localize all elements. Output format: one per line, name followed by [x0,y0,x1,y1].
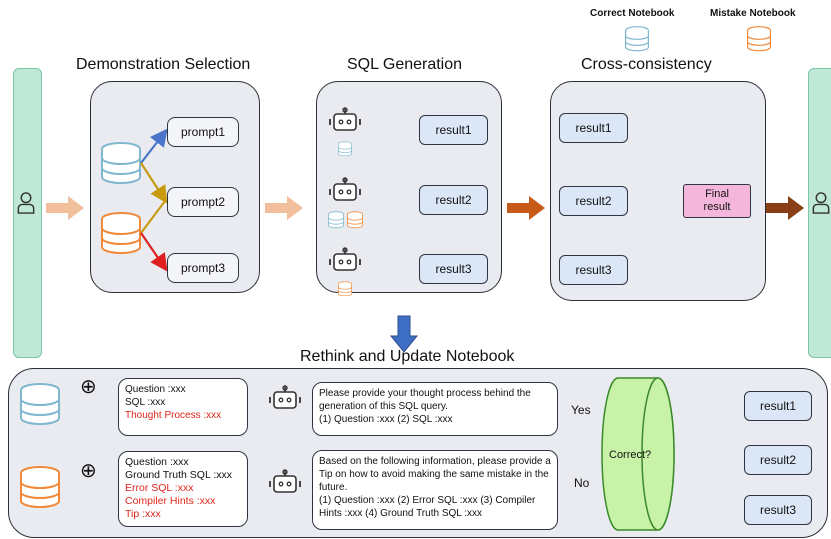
sql-generation-title: SQL Generation [347,56,463,73]
yes-label: Yes [571,403,591,417]
cross-result3: result3 [559,255,628,285]
correct-note-thought: Thought Process :xxx [125,410,222,421]
correct-check-cylinder [601,377,675,531]
rethink-correct-db-icon [20,383,60,425]
prompt1-box: prompt1 [167,117,239,147]
sql-result1: result1 [419,115,488,145]
robot2-db-blue-icon [327,211,345,229]
prompt2-box: prompt2 [167,187,239,217]
legend-correct-label: Correct Notebook [590,8,675,19]
cross-to-output-arrow [766,196,804,220]
mistake-note-error-sql: Error SQL :xxx [125,482,194,494]
rethink-robot2-icon [269,469,301,493]
add-correct-icon: ⊕ [80,376,97,398]
mistake-note-question: Question :xxx [125,456,189,468]
robot3-db-orange-icon [338,281,352,297]
cross-result2: result2 [559,186,628,216]
prompt3-box: prompt3 [167,253,239,283]
mistake-note-compiler-hints: Compiler Hints :xxx [125,495,216,507]
rethink-title: Rethink and Update Notebook [300,348,515,365]
rethink-result2: result2 [744,445,812,475]
input-flow-arrow [46,196,84,220]
robot2-icon [329,177,361,201]
mistake-note-tip: Tip :xxx [125,508,161,520]
cross-result1: result1 [559,113,628,143]
rethink-result1: result1 [744,391,812,421]
correct-check-label: Correct? [609,449,652,461]
rethink-robot1-icon [269,385,301,409]
legend-mistake-label: Mistake Notebook [710,8,796,19]
sql-to-cross-arrow [507,196,545,220]
correct-prompt-box: Please provide your thought process behi… [312,382,558,436]
sql-result3: result3 [419,254,488,284]
robot3-icon [329,247,361,271]
robot2-db-orange-icon [346,211,364,229]
final-result-box: Final result [683,184,751,218]
down-to-rethink-arrow [389,315,419,353]
rethink-mistake-db-icon [20,466,60,508]
mistake-prompt-box: Based on the following information, plea… [312,450,558,530]
mistake-note-ground-truth: Ground Truth SQL :xxx [125,469,232,481]
correct-note-question: Question :xxx [125,384,186,395]
rethink-result3: result3 [744,495,812,525]
demo-to-sql-arrow [265,196,303,220]
correct-note-sql: SQL :xxx [125,397,166,408]
sql-result2: result2 [419,185,488,215]
correct-note-box: Question :xxx SQL :xxx Thought Process :… [118,378,248,436]
cross-consistency-title: Cross-consistency [581,56,712,73]
add-mistake-icon: ⊕ [80,460,97,482]
mistake-note-box: Question :xxx Ground Truth SQL :xxx Erro… [118,451,248,527]
no-label: No [574,476,590,490]
robot1-db-blue-icon [338,141,352,157]
robot1-icon [329,107,361,131]
demo-selection-title: Demonstration Selection [76,56,251,73]
